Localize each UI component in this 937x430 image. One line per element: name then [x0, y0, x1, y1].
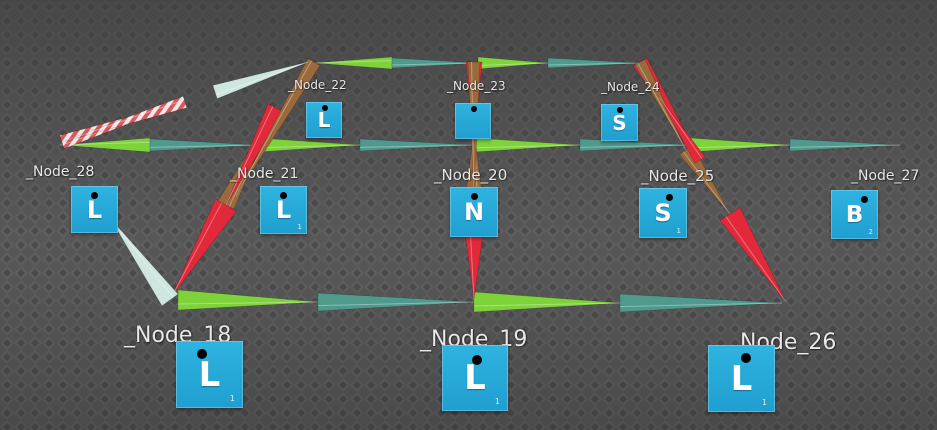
edge-arrow-25-24 [659, 97, 706, 164]
edge-arrow-22-28 [61, 95, 188, 143]
node-type-letter: B [845, 201, 864, 228]
node-marker-dot [91, 192, 98, 199]
node-index: 1 [297, 223, 302, 231]
edge-arrow-27-25-highlight [789, 144, 901, 148]
edge-arrow-28-22b [212, 61, 309, 100]
edge-arrow-24-25b [634, 58, 687, 151]
edge-arrow-25-26b-highlight [682, 151, 731, 215]
edge-arrow-25-24-highlight [659, 97, 703, 159]
node-marker-dot [741, 353, 751, 363]
edge-arrow-26-19-highlight [619, 302, 783, 308]
edge-arrow-28-22b-highlight [215, 61, 309, 96]
edge-arrow-22-28-highlight [61, 99, 185, 143]
node-tile[interactable]: L 1 [708, 345, 775, 412]
node-label: _Node_24 [601, 80, 660, 94]
edge-arrow-25-27-highlight [689, 144, 791, 149]
node-marker-dot [471, 193, 478, 200]
edge-arrow-24-25b-highlight [637, 62, 687, 151]
node-marker-dot [322, 105, 328, 111]
edge-arrows [59, 56, 901, 313]
node-type-letter: L [317, 108, 331, 132]
edge-arrow-25-20 [579, 138, 691, 152]
edge-arrow-22-21c [235, 58, 321, 197]
node-type-letter: L [730, 358, 753, 399]
edge-arrow-28-21-highlight [149, 144, 259, 148]
edge-arrow-19-18-highlight [317, 301, 475, 307]
node-marker-dot [471, 106, 477, 112]
edge-arrow-23-22-highlight [391, 62, 479, 66]
edge-arrow-22-21 [225, 103, 285, 206]
edge-arrow-27-25 [789, 138, 901, 152]
node-marker-dot [666, 194, 673, 201]
edge-arrow-22-21c-highlight [235, 60, 313, 197]
node-type-letter: S [654, 199, 672, 227]
node-label: _Node_22 [288, 78, 347, 92]
edge-arrow-20-25-highlight [473, 144, 581, 149]
node-label: _Node_27 [851, 168, 920, 184]
node-marker-dot [472, 355, 482, 365]
node-label: _Node_20 [434, 166, 508, 184]
edge-arrow-21-28-highlight [59, 141, 151, 146]
edge-arrow-26-19 [619, 293, 783, 313]
node-type-letter: N [463, 198, 485, 226]
node-tile[interactable]: N [450, 187, 498, 237]
node-marker-dot [197, 349, 207, 359]
edge-arrow-18-19 [177, 289, 319, 311]
edge-arrow-23-22 [391, 57, 479, 69]
node-index: 1 [494, 397, 500, 406]
node-type-letter: L [86, 195, 103, 224]
node-label: _Node_28 [26, 164, 95, 180]
edge-arrow-18-28 [109, 217, 179, 307]
edge-arrow-18-19-highlight [177, 301, 319, 305]
edge-arrow-22-23-highlight [313, 60, 393, 64]
node-index: 2 [868, 228, 873, 236]
node-tile[interactable] [455, 103, 491, 139]
node-type-letter: L [275, 196, 292, 224]
edge-arrow-23-24-highlight [477, 62, 549, 66]
edge-arrow-19-18 [317, 292, 475, 312]
node-tile[interactable]: B 2 [831, 190, 878, 239]
edge-arrow-21-18-highlight [171, 202, 223, 297]
edge-arrow-19-26 [473, 291, 621, 313]
node-index: 1 [229, 394, 235, 403]
node-index: 1 [676, 227, 681, 235]
edge-arrow-19-26-highlight [473, 302, 621, 307]
node-label: _Node_23 [447, 79, 506, 93]
node-tile[interactable]: L [306, 102, 342, 138]
edge-arrow-18-28-highlight [109, 217, 174, 298]
edge-arrow-20-21 [359, 138, 475, 152]
node-type-letter: S [612, 110, 627, 135]
edge-arrow-28-21 [149, 138, 259, 152]
edge-arrow-25-20-highlight [579, 144, 691, 148]
edge-arrow-24-23-highlight [547, 62, 641, 66]
node-tile[interactable]: S 1 [639, 188, 687, 238]
node-marker-dot [617, 107, 623, 113]
node-marker-dot [280, 192, 287, 199]
node-tile[interactable]: S [601, 104, 638, 141]
node-tile[interactable]: L [71, 186, 118, 233]
node-marker-dot [861, 196, 868, 203]
edge-arrow-21-20-highlight [257, 144, 361, 149]
node-label: _Node_25 [641, 167, 715, 185]
node-index: 1 [761, 398, 767, 407]
node-tile[interactable]: L 1 [176, 341, 243, 408]
node-type-letter: L [198, 354, 221, 395]
node-label: _Node_21 [230, 166, 299, 182]
edge-arrow-25-26-highlight [725, 216, 787, 303]
edge-arrow-24-23 [547, 57, 641, 69]
node-tile[interactable]: L 1 [260, 186, 307, 234]
edge-arrow-20-21-highlight [359, 144, 475, 148]
node-tile[interactable]: L 1 [442, 345, 508, 411]
edge-arrow-22-21-highlight [225, 106, 274, 206]
node-type-letter: L [464, 358, 486, 398]
